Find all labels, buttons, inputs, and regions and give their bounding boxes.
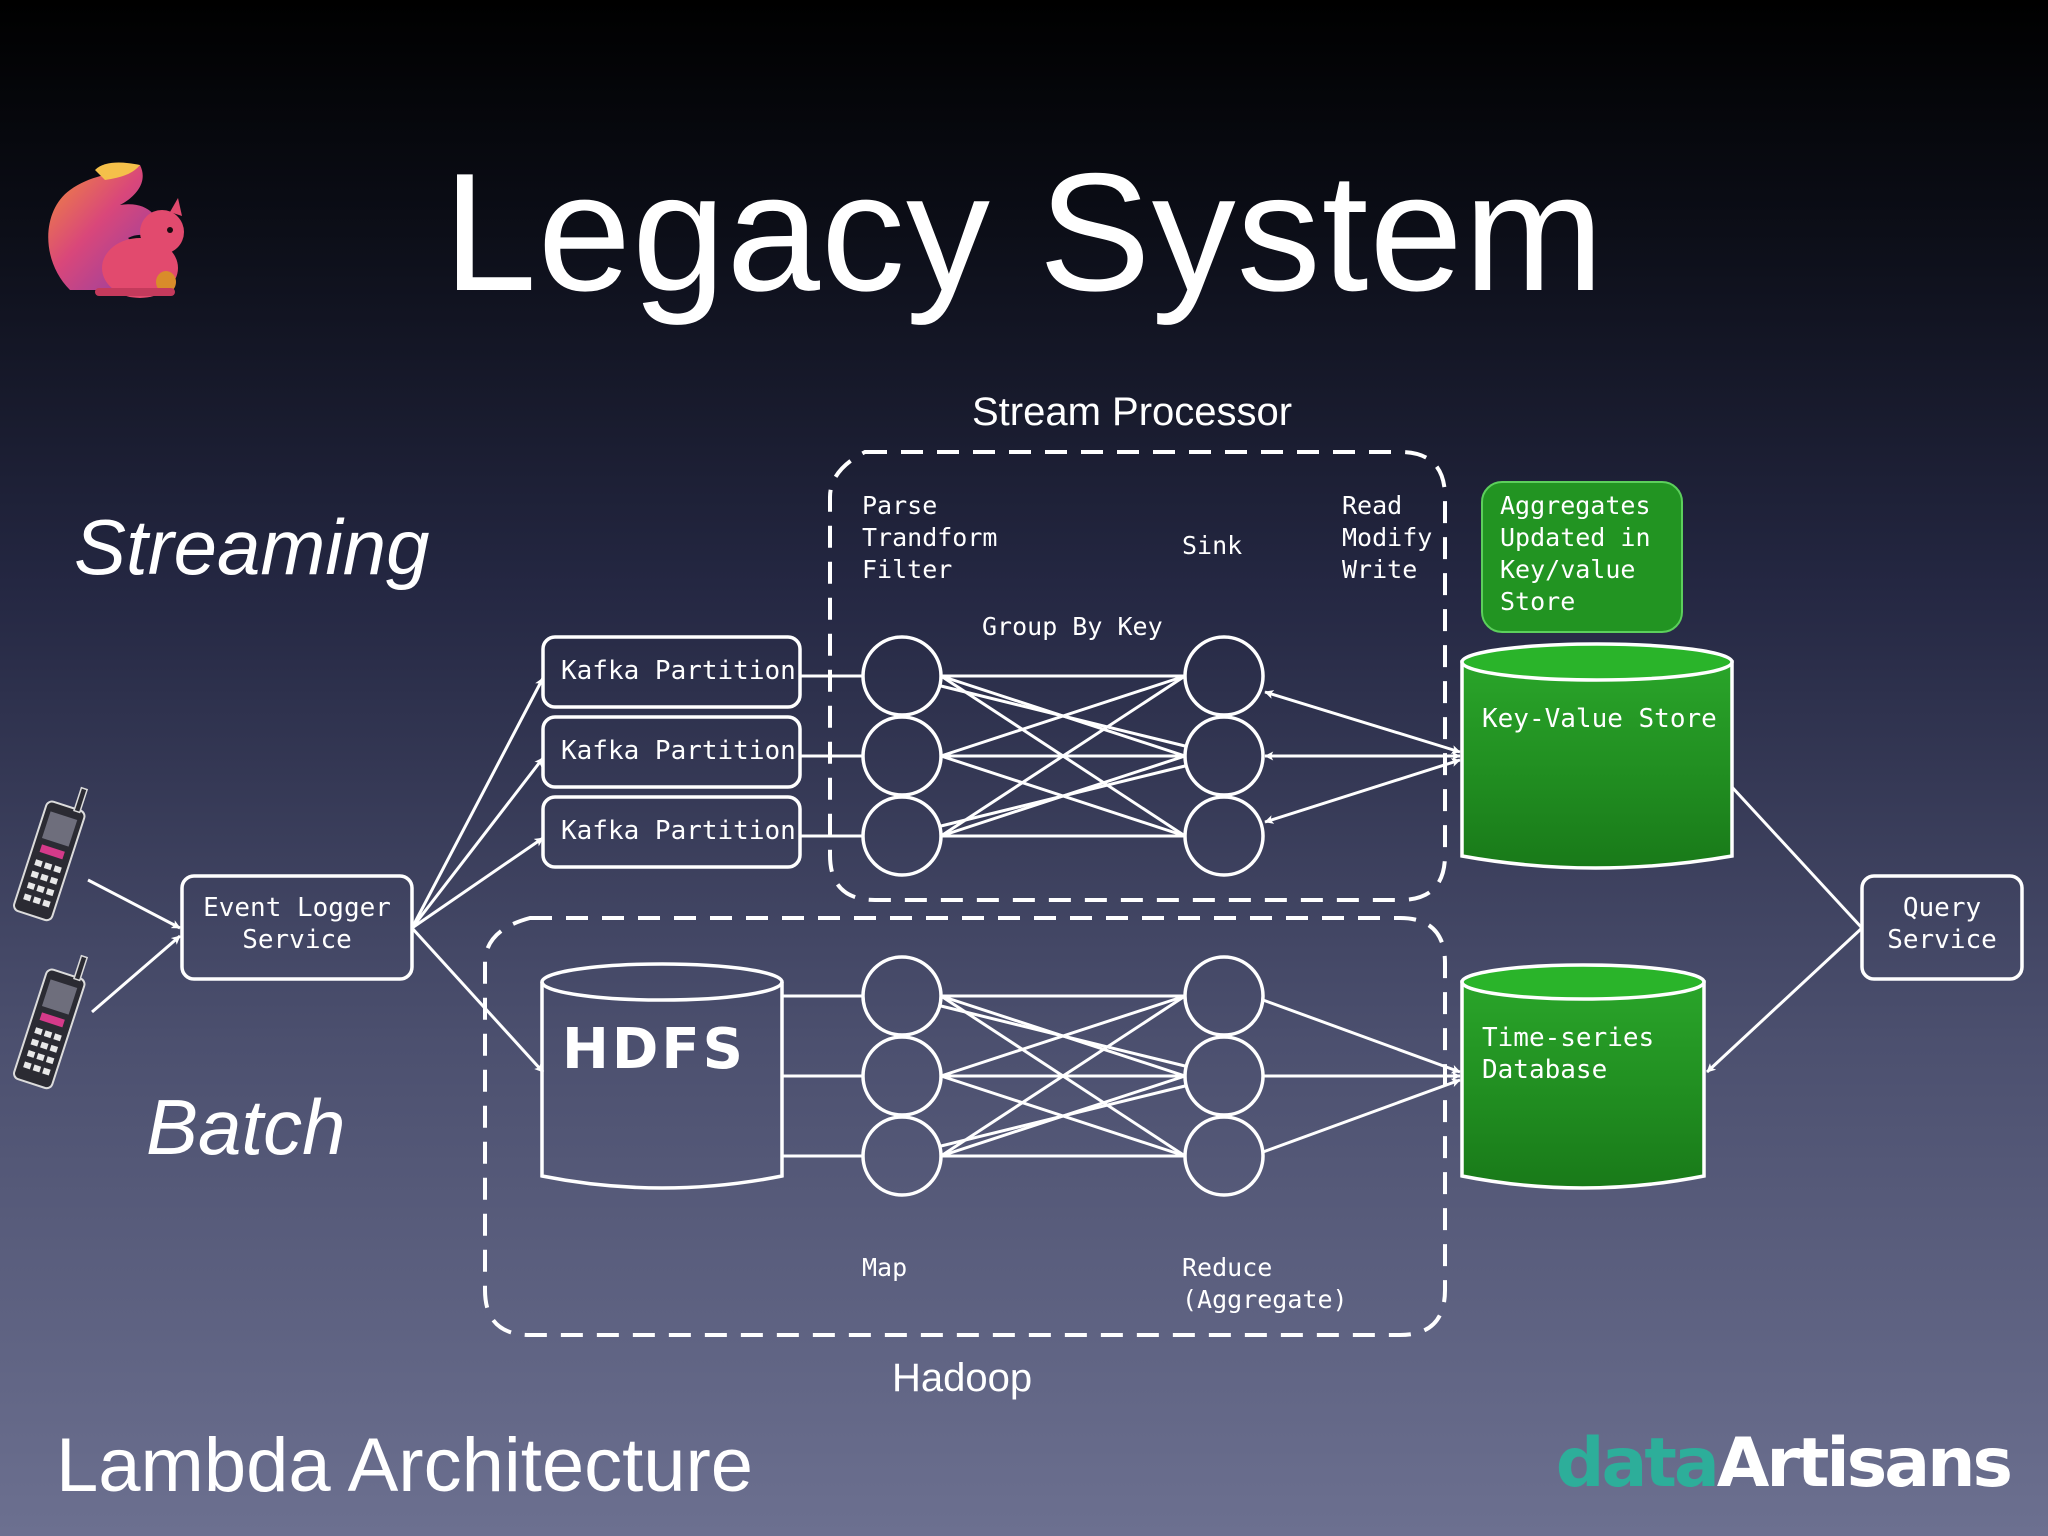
- parse-transform-filter-label: Parse Trandform Filter: [862, 491, 998, 584]
- query-service-box: [1860, 874, 2024, 981]
- hadoop-label: Hadoop: [892, 1356, 1033, 1400]
- stream-processor-label: Stream Processor: [972, 390, 1293, 434]
- batch-shuffle-mesh: [940, 994, 1186, 1158]
- time-series-db-label: Time-series Database: [1482, 1023, 1655, 1085]
- map-operator: [861, 1035, 943, 1117]
- parse-operator: [861, 795, 943, 877]
- key-value-store-label: Key-Value Store: [1482, 704, 1717, 734]
- time-series-db-cylinder: [1460, 963, 1706, 1190]
- map-operator: [861, 955, 943, 1037]
- map-operator: [861, 1115, 943, 1197]
- aggregates-note-text: Aggregates Updated in Key/value Store: [1500, 491, 1651, 616]
- aggregates-note: [1481, 481, 1683, 633]
- sink-operator: [1183, 635, 1265, 717]
- parse-operator: [861, 715, 943, 797]
- map-label: Map: [862, 1253, 908, 1282]
- brand-part-artisans: Artisans: [1716, 1424, 2013, 1503]
- hdfs-label: HDFS: [562, 1017, 746, 1082]
- brand-part-data: data: [1555, 1424, 1720, 1503]
- reduce-operator: [1183, 1035, 1265, 1117]
- stream-processor-boundary: [828, 450, 1447, 902]
- kafka-partition-label: Kafka Partition: [561, 736, 796, 766]
- group-by-key-label: Group By Key: [982, 612, 1163, 641]
- hadoop-boundary: [483, 916, 1447, 1337]
- read-modify-write-label: Read Modify Write: [1342, 491, 1433, 584]
- stream-shuffle-mesh: [940, 674, 1186, 838]
- streaming-label: Streaming: [74, 503, 430, 591]
- footer-lambda-architecture: Lambda Architecture: [56, 1423, 754, 1508]
- kafka-partition-box: [541, 635, 802, 709]
- mobile-phone-icon: [13, 786, 89, 922]
- event-logger-box: [180, 874, 414, 981]
- event-logger-label: Event Logger Service: [203, 893, 391, 955]
- mobile-phone-icon: [13, 954, 89, 1090]
- query-service-label: Query Service: [1887, 893, 1997, 955]
- reduce-operator: [1183, 955, 1265, 1037]
- kafka-partition-box: [541, 795, 802, 869]
- parse-operator: [861, 635, 943, 717]
- batch-label: Batch: [146, 1083, 346, 1171]
- sink-label: Sink: [1182, 531, 1243, 560]
- data-artisans-logo: dataArtisans: [1556, 1430, 2013, 1498]
- sink-operator: [1183, 715, 1265, 797]
- kafka-partition-box: [541, 715, 802, 789]
- slide-title: Legacy System: [443, 138, 1605, 326]
- key-value-store-cylinder: [1460, 642, 1734, 870]
- sink-operator: [1183, 795, 1265, 877]
- squirrel-logo-icon: [48, 162, 184, 298]
- kafka-partition-label: Kafka Partition: [561, 656, 796, 686]
- reduce-label: Reduce (Aggregate): [1182, 1253, 1348, 1314]
- hdfs-cylinder: [540, 962, 784, 1190]
- kafka-partition-label: Kafka Partition: [561, 816, 796, 846]
- reduce-operator: [1183, 1115, 1265, 1197]
